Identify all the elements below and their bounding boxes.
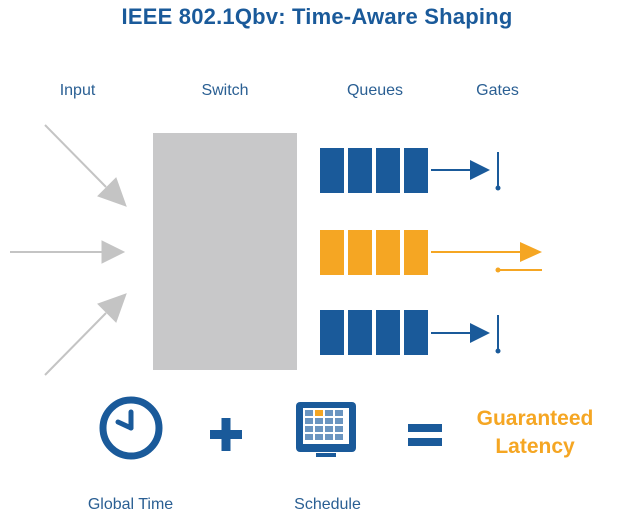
clock-icon [99, 396, 163, 460]
equals-sign [408, 424, 442, 446]
switch-block [153, 133, 297, 370]
input-arrow-top [44, 124, 127, 207]
gates-column-label: Gates [476, 82, 519, 99]
result-line-2: Latency [495, 435, 575, 458]
queues-column-label: Queues [346, 82, 404, 99]
schedule-grid-icon [296, 402, 356, 457]
input-arrow-bottom [44, 293, 127, 376]
global-time-label: Global Time [87, 496, 174, 513]
input-arrow-middle [10, 240, 126, 264]
plus-sign [210, 418, 242, 451]
page-title: IEEE 802.1Qbv: Time-Aware Shaping [121, 4, 513, 29]
input-column-label: Input [59, 82, 96, 99]
result-line-1: Guaranteed [476, 407, 594, 430]
gate-bottom-closed [495, 315, 501, 354]
queue-top-arrow [431, 160, 490, 180]
schedule-label: Schedule [294, 496, 361, 513]
queue-middle [320, 230, 428, 275]
input-arrows [10, 124, 127, 376]
queue-middle-arrow [431, 242, 542, 262]
queue-bottom [320, 310, 428, 355]
gate-top-closed [495, 152, 501, 191]
gate-middle-open [495, 267, 542, 273]
switch-column-label: Switch [201, 82, 249, 99]
queue-bottom-arrow [431, 323, 490, 343]
queue-top [320, 148, 428, 193]
guaranteed-latency-text: Guaranteed Latency [460, 405, 610, 461]
